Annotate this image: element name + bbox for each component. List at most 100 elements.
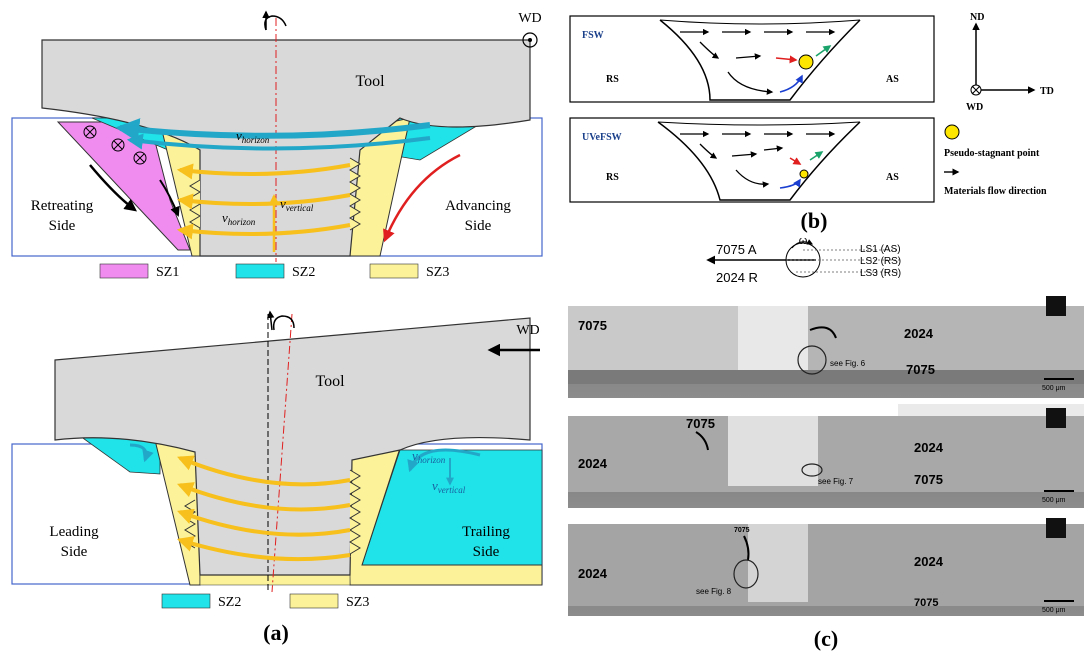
bottom-subfigure: Tool WD vhorizon vvertical Leading Side … xyxy=(11,310,543,610)
flow-yellow-2 xyxy=(176,193,351,210)
legend-swatch-sz1 xyxy=(99,263,149,279)
panel-a: WD Tool vhorizon vvertical vhorizon Retr… xyxy=(11,10,543,645)
stagnant-point-uvefsw xyxy=(799,169,809,179)
m3-left-top: 7075 xyxy=(734,527,750,534)
fsw-flow-arrows xyxy=(680,28,836,95)
rotation-icon-bottom xyxy=(272,315,295,331)
m1-see: see Fig. 6 xyxy=(830,359,866,368)
flow-yellow-b1 xyxy=(177,455,351,487)
flow-yellow-b4 xyxy=(176,536,351,562)
leading-side-label-2: Side xyxy=(61,544,88,560)
m1-right-top: 2024 xyxy=(904,326,934,341)
legend-swatch-sz2-bottom xyxy=(161,593,211,609)
fsw-rs: RS xyxy=(606,74,619,85)
m2-see: see Fig. 7 xyxy=(818,477,854,486)
rotation-icon-top xyxy=(264,15,287,31)
legend-label-sz2-bottom: SZ2 xyxy=(218,595,241,610)
legend-swatch-sz3-bottom xyxy=(289,593,339,609)
micrograph-2: 7075 2024 2024 7075 see Fig. 7 500 μm xyxy=(568,404,1084,508)
thread-right-bottom xyxy=(349,469,361,555)
flow-blue-1 xyxy=(115,118,431,142)
m3-right-top: 2024 xyxy=(914,554,944,569)
caption-b: (b) xyxy=(801,208,828,233)
into-plane-icons xyxy=(83,125,147,165)
legend-swatch-sz3 xyxy=(369,263,419,279)
uvefsw-rs: RS xyxy=(606,172,619,183)
advancing-side-label-2: Side xyxy=(465,218,492,234)
flow-yellow-1 xyxy=(176,163,351,180)
v-horizon-top: vhorizon xyxy=(236,128,270,145)
coordinate-axes: ND TD WD xyxy=(966,12,1054,113)
m2-right-bottom: 7075 xyxy=(914,472,943,487)
label-2024-r: 2024 R xyxy=(716,270,758,285)
v-vertical-bottom: vvertical xyxy=(432,478,466,495)
trailing-side-label-1: Trailing xyxy=(462,524,510,540)
uvefsw-nugget-outline xyxy=(657,121,861,201)
legend-label-sz2: SZ2 xyxy=(292,265,315,280)
m2-left: 2024 xyxy=(578,456,608,471)
axis-wd: WD xyxy=(966,102,983,113)
flow-blue-2 xyxy=(126,133,431,151)
v-vertical-top: vvertical xyxy=(280,196,314,213)
uvefsw-flow-arrows xyxy=(680,130,836,188)
wd-label-bottom: WD xyxy=(516,323,539,338)
trailing-side-label-2: Side xyxy=(473,544,500,560)
tilted-axis-bottom xyxy=(271,313,293,593)
m2-right-top: 2024 xyxy=(914,440,944,455)
tool-label-top: Tool xyxy=(355,73,385,90)
fsw-nugget-outline xyxy=(659,19,861,101)
m3-right-bottom: 7075 xyxy=(914,597,938,609)
legend-stagnant-icon xyxy=(944,124,960,140)
legend-label-sz3-bottom: SZ3 xyxy=(346,595,369,610)
m3-scale: 500 μm xyxy=(1042,607,1066,614)
m2-scale: 500 μm xyxy=(1042,497,1066,504)
leading-side-label-1: Leading xyxy=(49,524,99,540)
arrow-advancing xyxy=(383,153,461,243)
arrow-retreating xyxy=(89,164,137,212)
micrograph-3: 7075 2024 2024 7075 see Fig. 8 500 μm xyxy=(568,514,1084,616)
fsw-box xyxy=(569,15,935,103)
micrograph-1: 7075 2024 7075 see Fig. 6 500 μm xyxy=(568,292,1084,398)
label-7075-a: 7075 A xyxy=(716,242,757,257)
legend-swatch-sz2 xyxy=(235,263,285,279)
legend-label-sz1: SZ1 xyxy=(156,265,179,280)
retreating-side-label-1: Retreating xyxy=(31,198,94,214)
v-horizon-bottom: vhorizon xyxy=(412,448,446,465)
caption-a: (a) xyxy=(263,620,289,645)
axis-nd: ND xyxy=(970,12,984,23)
legend-flow-label: Materials flow direction xyxy=(944,186,1047,197)
retreating-side-label-2: Side xyxy=(49,218,76,234)
stagnant-point-fsw xyxy=(798,54,814,70)
advancing-side-label-1: Advancing xyxy=(445,198,511,214)
omega-label: ω xyxy=(799,235,808,247)
m2-left-top: 7075 xyxy=(686,416,715,431)
legend-stagnant-label: Pseudo-stagnant point xyxy=(944,148,1040,159)
top-subfigure: WD Tool vhorizon vvertical vhorizon Retr… xyxy=(11,10,543,280)
m1-left: 7075 xyxy=(578,318,607,333)
uvefsw-as: AS xyxy=(886,172,899,183)
flow-yellow-b2 xyxy=(177,482,351,512)
panel-b: FSW RS AS UVeFSW RS AS ND TD WD Pseudo-s… xyxy=(569,12,1054,233)
m3-see: see Fig. 8 xyxy=(696,587,732,596)
ls3-label: LS3 (RS) xyxy=(860,268,901,279)
flow-yellow-3 xyxy=(176,223,351,240)
uvefsw-box xyxy=(569,117,935,203)
m1-scale: 500 μm xyxy=(1042,385,1066,392)
ls2-label: LS2 (RS) xyxy=(860,256,901,267)
axis-td: TD xyxy=(1040,86,1054,97)
fsw-as: AS xyxy=(886,74,899,85)
uvefsw-label: UVeFSW xyxy=(582,132,622,143)
flow-blue-curl-right xyxy=(407,448,481,473)
caption-c: (c) xyxy=(814,626,838,651)
caption-c-wrap: (c) xyxy=(814,626,838,651)
panel-c-schematic: ω 7075 A 2024 R LS1 (AS) LS2 (RS) LS3 (R… xyxy=(706,235,901,285)
thread-left xyxy=(189,179,201,229)
tool-label-bottom: Tool xyxy=(315,373,345,390)
flow-yellow-b3 xyxy=(176,508,351,537)
ls1-label: LS1 (AS) xyxy=(860,244,901,255)
wd-label-top: WD xyxy=(518,11,541,26)
legend-label-sz3: SZ3 xyxy=(426,265,449,280)
v-horizon-mid: vhorizon xyxy=(222,210,256,227)
out-of-plane-icon xyxy=(522,32,538,48)
